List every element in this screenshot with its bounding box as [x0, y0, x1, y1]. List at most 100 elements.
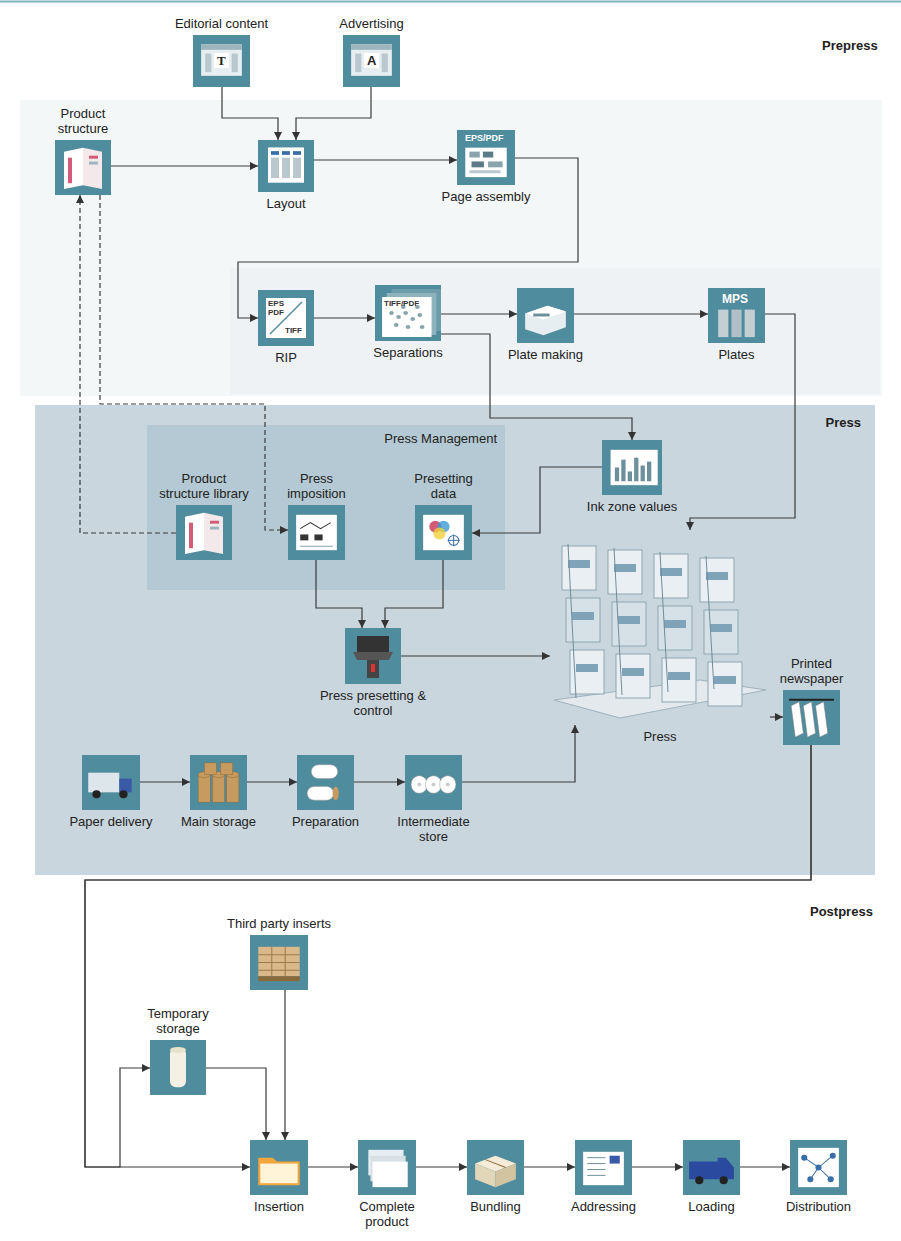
icon-text: PDF [268, 308, 284, 317]
icon-box [405, 755, 462, 810]
icon-drawing [55, 140, 111, 195]
flow-connector [472, 467, 602, 533]
flow-connector [111, 165, 258, 166]
icon-box: EPSPDFTIFF [258, 290, 314, 346]
process-node: Plate making [517, 288, 574, 343]
flow-connector [308, 1166, 358, 1167]
icon-box [190, 755, 247, 810]
press-unit [608, 550, 642, 594]
icon-box [467, 1140, 524, 1195]
icon-drawing [517, 288, 574, 343]
icon-drawing [288, 505, 345, 560]
icon-box [345, 628, 401, 684]
press-cylinder [664, 620, 686, 628]
process-node: TIFF/PDFSeparations [375, 285, 441, 341]
press-frame [568, 544, 576, 698]
node-caption: Press [620, 729, 700, 744]
node-caption: Complete product [342, 1199, 432, 1229]
icon-text: TIFF [285, 326, 302, 335]
press-cylinder [710, 624, 732, 632]
icon-drawing [250, 1140, 308, 1195]
node-caption: Separations [358, 345, 458, 360]
press-cylinder [714, 676, 736, 684]
node-caption: Bundling [451, 1199, 541, 1214]
icon-box [82, 755, 140, 810]
flow-connector [632, 1166, 683, 1167]
node-caption: Layout [246, 196, 326, 211]
icon-drawing [405, 755, 462, 810]
icon-drawing [345, 628, 401, 684]
process-node: EPSPDFTIFFRIP [258, 290, 314, 346]
icon-text: A [364, 53, 379, 68]
section-label: Prepress [822, 38, 878, 53]
press-cylinder [572, 612, 594, 620]
press-unit [654, 554, 688, 598]
process-node: TEditorial content [193, 35, 250, 87]
flow-connector [690, 314, 795, 530]
node-caption: Presetting data [404, 471, 484, 501]
process-node: Layout [258, 140, 314, 192]
process-node: Press [550, 530, 770, 725]
icon-drawing [150, 1040, 206, 1095]
flow-connector [206, 1068, 266, 1140]
flow-connector [100, 195, 288, 530]
node-caption: Plates [697, 347, 777, 362]
node-caption: Product structure [43, 106, 123, 136]
flow-connector [354, 781, 405, 782]
flow-connector [385, 560, 443, 628]
icon-drawing [190, 755, 247, 810]
press-cylinder [622, 668, 644, 676]
icon-text: MPS [722, 292, 748, 306]
icon-drawing [683, 1140, 740, 1195]
node-caption: Distribution [774, 1199, 864, 1214]
process-node: Presetting data [415, 505, 472, 560]
node-caption: Ink zone values [577, 499, 687, 514]
icon-box [790, 1140, 847, 1195]
flow-connector [284, 990, 285, 1140]
process-node: Temporary storage [150, 1040, 206, 1095]
flow-connector [574, 313, 708, 314]
process-node: MPSPlates [708, 288, 765, 343]
node-caption: Preparation [276, 814, 376, 829]
node-caption: Press presetting & control [308, 688, 438, 718]
node-caption: Temporary storage [138, 1006, 218, 1036]
region-panel: Press ManagementProduct structure librar… [147, 425, 505, 590]
flow-connector [238, 158, 578, 318]
node-caption: Editorial content [157, 16, 287, 31]
node-caption: Main storage [169, 814, 269, 829]
press-unit [700, 558, 734, 602]
flow-connector [314, 159, 457, 160]
icon-box [358, 1140, 416, 1195]
node-caption: Loading [667, 1199, 757, 1214]
icon-box [258, 140, 314, 192]
flow-connector [85, 745, 811, 1167]
process-node: Product structure [55, 140, 111, 195]
icon-box [55, 140, 111, 195]
press-frame [614, 548, 622, 695]
icon-drawing [176, 505, 232, 560]
icon-box: MPS [708, 288, 765, 343]
process-node: Loading [683, 1140, 740, 1195]
node-caption: RIP [256, 350, 316, 365]
icon-drawing [258, 290, 314, 346]
press-illustration [550, 530, 770, 725]
process-node: AAdvertising [343, 35, 400, 87]
icon-drawing [258, 140, 314, 192]
node-caption: Paper delivery [61, 814, 161, 829]
process-node: Third party inserts [250, 935, 308, 990]
panel-title: Press Management [384, 431, 497, 446]
press-cylinder [706, 572, 728, 580]
flow-connector [140, 781, 190, 782]
icon-drawing [602, 440, 662, 495]
icon-box [602, 440, 662, 495]
process-node: Printed newspaper [783, 690, 840, 745]
node-caption: Insertion [234, 1199, 324, 1214]
process-node: Intermediate store [405, 755, 462, 810]
process-node: Bundling [467, 1140, 524, 1195]
flow-connector [222, 87, 278, 140]
flow-connector [296, 87, 371, 140]
flow-connector [401, 655, 550, 656]
icon-drawing [358, 1140, 416, 1195]
press-cylinder [660, 568, 682, 576]
